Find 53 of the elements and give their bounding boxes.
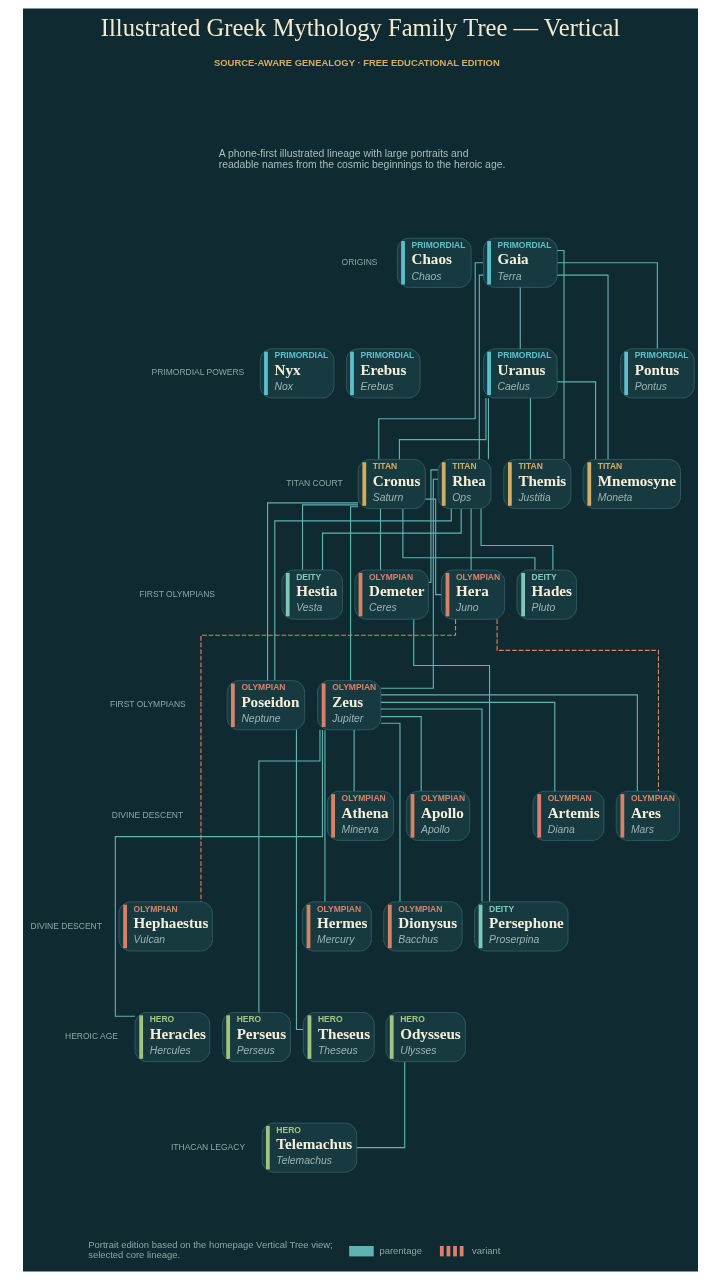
connector xyxy=(427,469,438,583)
connector xyxy=(529,397,531,460)
label: ORIGINS xyxy=(341,256,377,267)
label: FIRST OLYMPIANS xyxy=(109,699,186,710)
connector xyxy=(479,508,553,571)
connector xyxy=(199,618,456,903)
connector xyxy=(556,249,565,460)
label: FIRST OLYMPIANS xyxy=(138,588,215,599)
connector xyxy=(424,498,442,596)
connector xyxy=(379,508,381,571)
connector xyxy=(257,729,321,1013)
connector xyxy=(349,506,359,682)
connector xyxy=(379,716,422,792)
connector xyxy=(470,508,472,571)
connector xyxy=(266,502,359,681)
connector xyxy=(379,708,483,903)
legend-label: variant xyxy=(471,1244,500,1256)
label: SOURCE-AWARE GENEALOGY · FREE EDUCATIONAL EDITION xyxy=(213,56,500,68)
label: ITHACAN LEGACY xyxy=(170,1141,245,1152)
connector xyxy=(379,701,555,792)
connector xyxy=(487,397,489,460)
label: Portrait edition based on the homepage Vertical Tree view; selected core lineage. xyxy=(87,1238,333,1261)
node-box: TITAN Rhea Ops xyxy=(437,458,491,510)
label: DIVINE DESCENT xyxy=(111,809,183,820)
label: PRIMORDIAL POWERS xyxy=(151,367,244,378)
label: HEROIC AGE xyxy=(64,1031,118,1042)
diagram-title: Illustrated Greek Mythology Family Tree — Vertical xyxy=(100,13,620,41)
connector xyxy=(114,729,323,1017)
connector xyxy=(323,729,325,903)
label: DIVINE DESCENT xyxy=(30,920,102,931)
label: A phone-first illustrated lineage with large portraits and readable names from the cosmic beginnings to the heroic age. xyxy=(218,147,505,171)
legend-label: parentage xyxy=(378,1244,422,1256)
connector xyxy=(321,508,462,571)
connector xyxy=(377,262,484,460)
connector xyxy=(295,729,304,1031)
connector xyxy=(355,1061,405,1149)
connector xyxy=(380,722,401,903)
connector xyxy=(496,618,659,792)
connector xyxy=(556,381,596,460)
connector xyxy=(353,729,355,792)
connector xyxy=(556,262,658,350)
connector xyxy=(379,478,438,689)
label: TITAN COURT xyxy=(285,478,343,489)
connector xyxy=(301,504,359,571)
connector xyxy=(478,274,484,460)
node-box: TITAN Themis Justitia xyxy=(502,458,571,510)
node-box: TITAN Mnemosyne Moneta xyxy=(582,458,681,510)
connector xyxy=(401,508,535,571)
connector xyxy=(380,694,638,792)
node-box: TITAN Cronus Saturn xyxy=(357,458,426,510)
connector xyxy=(519,287,521,350)
connector xyxy=(398,397,486,460)
connector xyxy=(556,274,609,460)
